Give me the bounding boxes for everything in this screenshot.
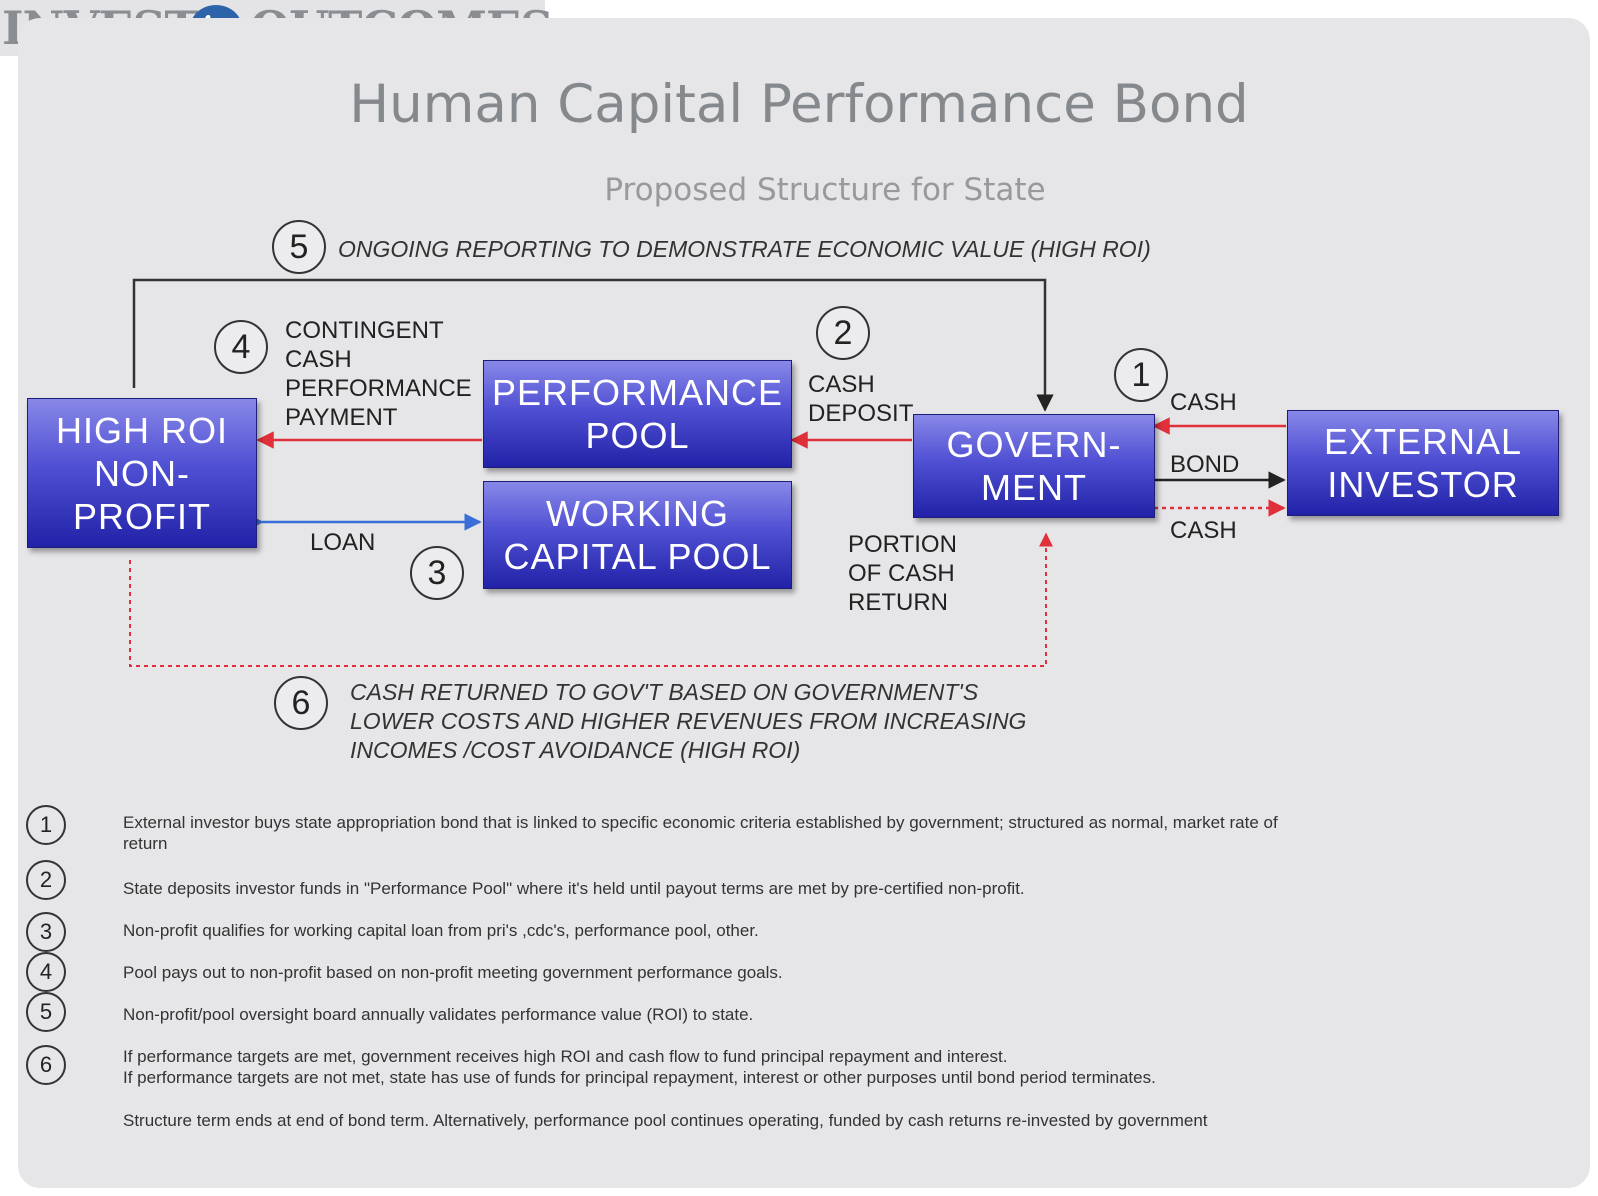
portion-return-label: PORTION OF CASH RETURN	[848, 531, 957, 616]
working-capital-pool-box: WORKING CAPITAL POOL	[483, 481, 792, 589]
step-6-circle: 6	[274, 676, 328, 730]
government-box: GOVERN- MENT	[913, 414, 1155, 518]
note-4-circle: 4	[26, 952, 66, 992]
slide-title: Human Capital Performance Bond	[349, 74, 1249, 135]
ongoing-reporting-label: ONGOING REPORTING TO DEMONSTRATE ECONOMI…	[338, 236, 1151, 262]
cash-out-label: CASH	[1170, 517, 1237, 544]
step-4-circle: 4	[214, 320, 268, 374]
note-2-circle: 2	[26, 860, 66, 900]
note-2-text: State deposits investor funds in "Perfor…	[123, 879, 1025, 898]
contingent-payment-label: CONTINGENT CASH PERFORMANCE PAYMENT	[285, 317, 472, 431]
note-1-text: External investor buys state appropriati…	[123, 813, 1278, 853]
note-1-circle: 1	[26, 805, 66, 845]
external-investor-box: EXTERNAL INVESTOR	[1287, 410, 1559, 516]
note-6-circle: 6	[26, 1045, 66, 1085]
footer-note: Structure term ends at end of bond term.…	[123, 1111, 1208, 1130]
bond-label: BOND	[1170, 451, 1240, 478]
loan-label: LOAN	[310, 529, 376, 556]
step-1-circle: 1	[1114, 348, 1168, 402]
step-2-circle: 2	[816, 306, 870, 360]
note-6-text: If performance targets are met, governme…	[123, 1047, 1156, 1087]
note-5-circle: 5	[26, 992, 66, 1032]
cash-in-label: CASH	[1170, 389, 1237, 416]
cash-deposit-label: CASH DEPOSIT	[808, 371, 914, 427]
cash-returned-label: CASH RETURNED TO GOV'T BASED ON GOVERNME…	[350, 679, 1027, 763]
slide-subtitle: Proposed Structure for State	[604, 172, 1046, 208]
note-3-circle: 3	[26, 912, 66, 952]
note-5-text: Non-profit/pool oversight board annually…	[123, 1005, 754, 1024]
performance-pool-box: PERFORMANCE POOL	[483, 360, 792, 468]
note-4-text: Pool pays out to non-profit based on non…	[123, 963, 783, 982]
step-3-circle: 3	[410, 546, 464, 600]
high-roi-nonprofit-box: HIGH ROI NON- PROFIT	[27, 398, 257, 548]
slide-background	[18, 18, 1590, 1188]
cash-return-arrow	[129, 532, 1053, 667]
step-5-circle: 5	[272, 220, 326, 274]
note-3-text: Non-profit qualifies for working capital…	[123, 921, 759, 940]
reporting-arrow	[132, 278, 1054, 412]
